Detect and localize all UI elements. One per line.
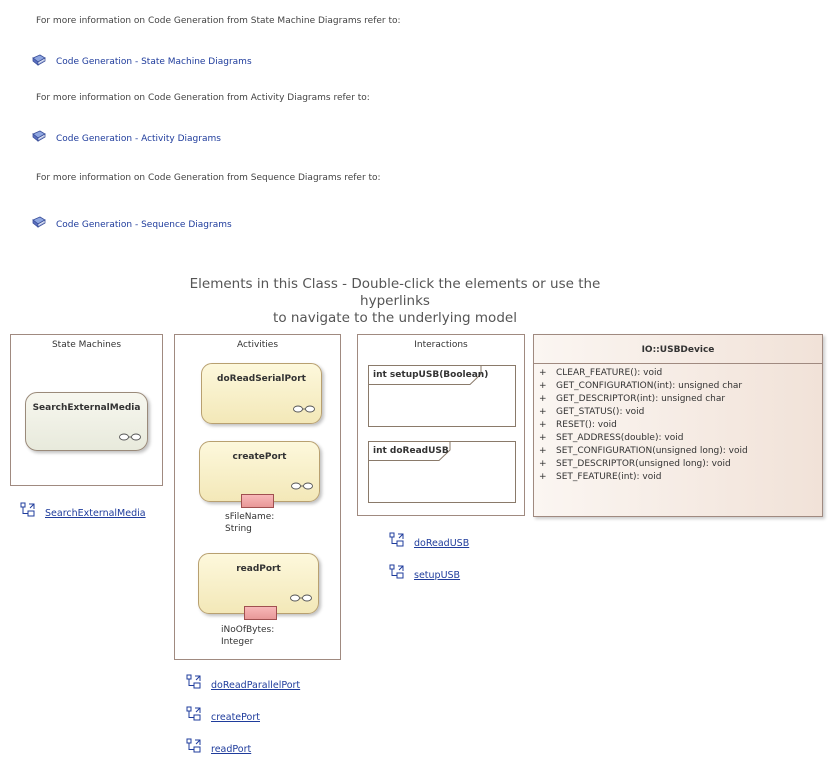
rake-icon	[289, 594, 313, 602]
link-code-gen-state-machine[interactable]: Code Generation - State Machine Diagrams	[56, 57, 252, 67]
operation-signature: SET_FEATURE(int): void	[556, 472, 662, 482]
activity-label: doReadSerialPort	[217, 374, 306, 384]
class-operation[interactable]: + GET_DESCRIPTOR(int): unsigned char	[539, 393, 748, 406]
diagram-link-icon	[389, 532, 405, 547]
link-search-external-media[interactable]: SearchExternalMedia	[45, 508, 146, 519]
link-code-gen-sequence[interactable]: Code Generation - Sequence Diagrams	[56, 220, 232, 230]
state-machines-title: State Machines	[51, 340, 122, 350]
help-book-icon	[32, 130, 46, 142]
operation-signature: CLEAR_FEATURE(): void	[556, 368, 663, 378]
class-operations: + CLEAR_FEATURE(): void + GET_CONFIGURATION…	[539, 367, 748, 484]
pin-type: Integer	[221, 637, 254, 647]
activities-title: Activities	[236, 340, 279, 350]
interaction-setup-usb[interactable]: int setupUSB(Boolean)	[368, 365, 516, 427]
class-operation[interactable]: + RESET(): void	[539, 419, 748, 432]
operation-signature: SET_ADDRESS(double): void	[556, 433, 684, 443]
operation-visibility: +	[539, 446, 547, 456]
elements-heading: Elements in this Class - Double-click th…	[160, 276, 630, 327]
pin-inoofbytes[interactable]	[244, 606, 277, 620]
rake-icon	[290, 482, 314, 490]
info-text-sequence: For more information on Code Generation …	[36, 173, 381, 183]
diagram-link-icon	[186, 706, 202, 721]
state-search-external-media[interactable]: SearchExternalMedia	[25, 392, 148, 451]
info-text-state-machine: For more information on Code Generation …	[36, 16, 401, 26]
diagram-link-icon	[186, 738, 202, 753]
interaction-label: int setupUSB(Boolean)	[373, 370, 489, 380]
operation-signature: SET_DESCRIPTOR(unsigned long): void	[556, 459, 731, 469]
pin-label-sfilename: sFileName: String	[225, 511, 274, 535]
operation-visibility: +	[539, 381, 547, 391]
link-setup-usb[interactable]: setupUSB	[414, 570, 461, 581]
interactions-frame: Interactions int setupUSB(Boolean) int d…	[357, 334, 525, 516]
class-divider	[534, 363, 822, 364]
pin-name: iNoOfBytes:	[221, 625, 275, 635]
class-operation[interactable]: + SET_FEATURE(int): void	[539, 471, 748, 484]
state-label: SearchExternalMedia	[32, 403, 141, 413]
diagram-link-icon	[20, 502, 36, 517]
activity-label: readPort	[236, 564, 281, 574]
activity-read-port[interactable]: readPort	[198, 553, 319, 614]
interactions-title: Interactions	[414, 340, 468, 350]
pin-name: sFileName:	[225, 512, 275, 522]
diagram-link-icon	[389, 564, 405, 579]
link-code-gen-activity[interactable]: Code Generation - Activity Diagrams	[56, 134, 221, 144]
activity-create-port[interactable]: createPort	[199, 441, 320, 502]
operation-visibility: +	[539, 407, 547, 417]
operation-visibility: +	[539, 433, 547, 443]
link-create-port[interactable]: createPort	[211, 712, 260, 723]
help-book-icon	[32, 54, 46, 66]
link-do-read-parallel-port[interactable]: doReadParallelPort	[211, 680, 301, 691]
operation-visibility: +	[539, 459, 547, 469]
pin-label-inoofbytes: iNoOfBytes: Integer	[221, 624, 274, 648]
operation-signature: RESET(): void	[556, 420, 617, 430]
state-machines-frame: State Machines SearchExternalMedia	[10, 334, 163, 486]
pin-sfilename[interactable]	[241, 494, 274, 508]
heading-line-1: Elements in this Class - Double-click th…	[189, 276, 601, 309]
operation-visibility: +	[539, 394, 547, 404]
class-operation[interactable]: + SET_ADDRESS(double): void	[539, 432, 748, 445]
operation-visibility: +	[539, 368, 547, 378]
interaction-tab-outline	[369, 442, 451, 461]
operation-visibility: +	[539, 472, 547, 482]
class-title: IO::USBDevice	[641, 345, 715, 355]
class-operation[interactable]: + SET_CONFIGURATION(unsigned long): void	[539, 445, 748, 458]
operation-signature: GET_STATUS(): void	[556, 407, 645, 417]
help-book-icon	[32, 216, 46, 228]
interaction-tab-outline	[369, 366, 482, 385]
class-operation[interactable]: + GET_CONFIGURATION(int): unsigned char	[539, 380, 748, 393]
activities-frame: Activities doReadSerialPort createPort s…	[174, 334, 341, 660]
rake-icon	[118, 433, 142, 441]
class-operation[interactable]: + SET_DESCRIPTOR(unsigned long): void	[539, 458, 748, 471]
operation-signature: GET_DESCRIPTOR(int): unsigned char	[556, 394, 726, 404]
class-operation[interactable]: + GET_STATUS(): void	[539, 406, 748, 419]
operation-signature: GET_CONFIGURATION(int): unsigned char	[556, 381, 743, 391]
operation-visibility: +	[539, 420, 547, 430]
link-read-port[interactable]: readPort	[211, 744, 252, 755]
info-text-activity: For more information on Code Generation …	[36, 93, 370, 103]
activity-do-read-serial-port[interactable]: doReadSerialPort	[201, 363, 322, 424]
class-usb-device[interactable]: IO::USBDevice +CLEAR_FEATURE(): void+GET…	[533, 334, 823, 517]
activity-label: createPort	[232, 452, 287, 462]
diagram-link-icon	[186, 674, 202, 689]
heading-line-2: to navigate to the underlying model	[273, 310, 517, 326]
interaction-label: int doReadUSB	[373, 446, 449, 456]
interaction-do-read-usb[interactable]: int doReadUSB	[368, 441, 516, 503]
operation-signature: SET_CONFIGURATION(unsigned long): void	[556, 446, 748, 456]
rake-icon	[292, 405, 316, 413]
link-do-read-usb[interactable]: doReadUSB	[414, 538, 470, 549]
pin-type: String	[225, 524, 252, 534]
class-operation[interactable]: + CLEAR_FEATURE(): void	[539, 367, 748, 380]
